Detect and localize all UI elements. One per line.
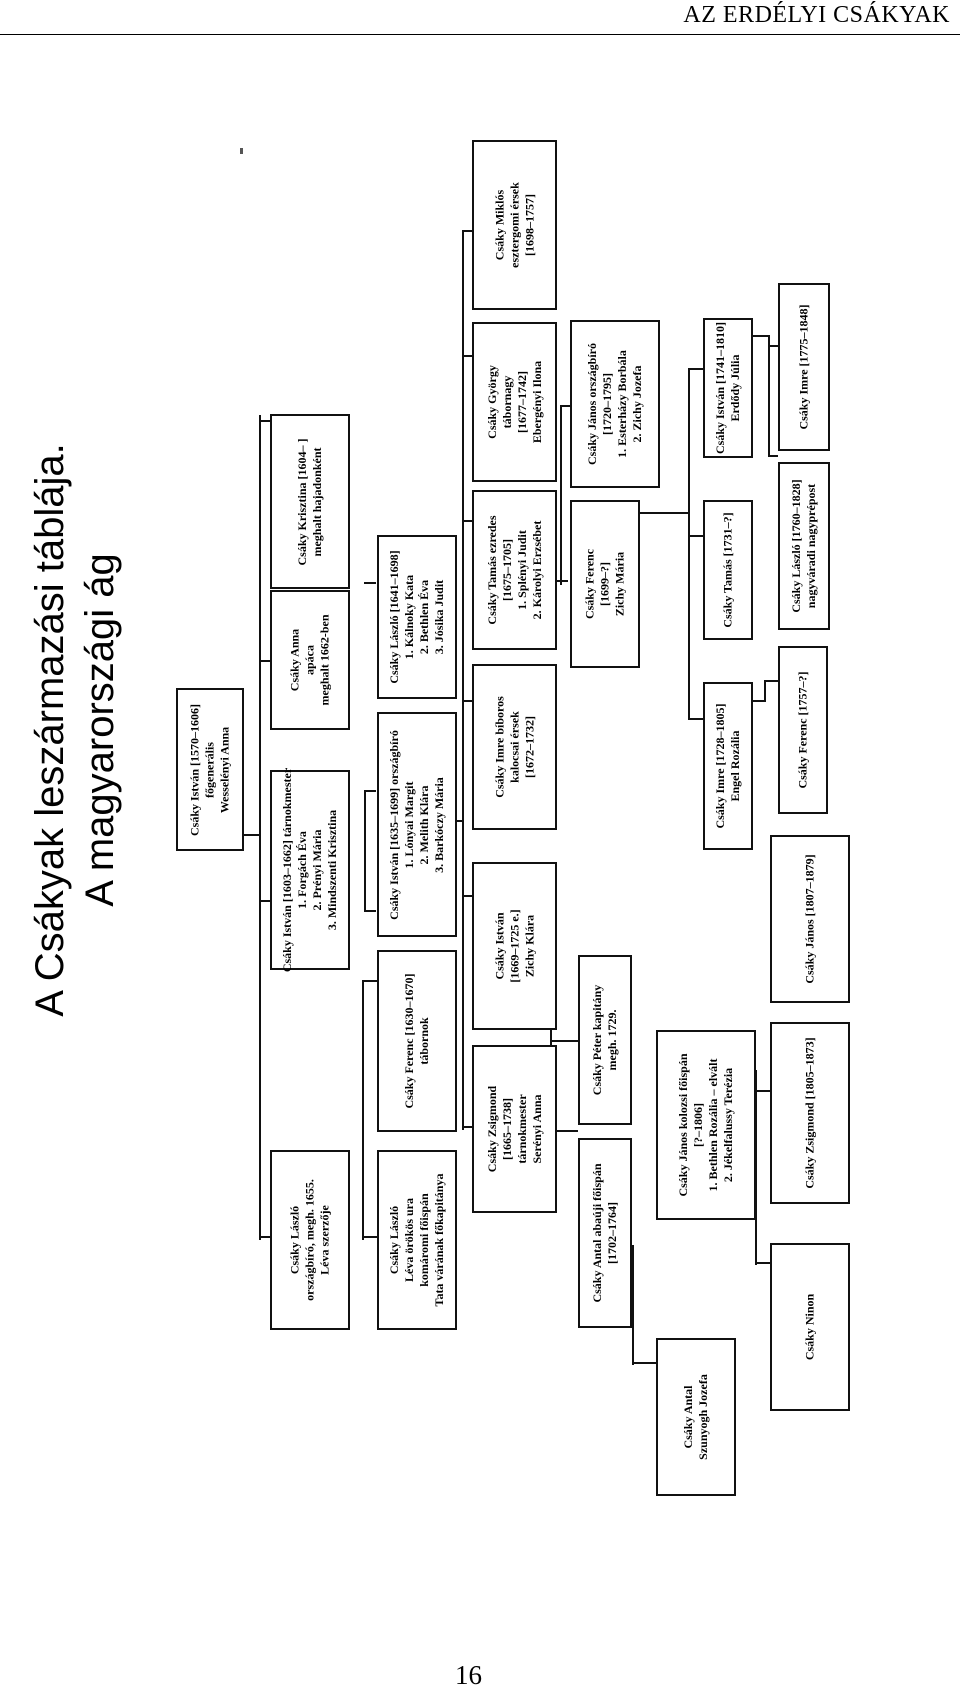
connector-line [259,660,271,662]
person-csaky-antal-abauji: Csáky Antal abaúji főispán[1702–1764] [578,1138,632,1328]
connector-line [764,680,766,702]
connector-line [259,415,261,1240]
person-csaky-krisztina: Csáky Krisztina [1604– ]meghalt hajadonk… [270,414,350,589]
connector-line [462,700,474,702]
connector-line [259,900,271,902]
connector-line [768,345,778,347]
connector-line [550,1130,578,1132]
person-csaky-ferenc-1757: Csáky Ferenc [1757–?] [778,646,828,814]
connector-line [550,1040,578,1042]
connector-line [462,1126,474,1128]
person-csaky-tamas-1675: Csáky Tamás ezredes[1675–1705]1. Splényi… [472,490,557,650]
connector-line [364,582,376,584]
connector-line [462,230,464,1130]
page-number: 16 [455,1660,482,1690]
connector-line [560,405,572,407]
connector-line [259,420,271,422]
running-title: AZ ERDÉLYI CSÁKYAK [683,2,950,28]
person-csaky-ferenc-1699: Csáky Ferenc[1699–?]Zichy Mária [570,500,640,668]
connector-line [362,980,378,982]
connector-line [259,1236,271,1238]
header-rule [0,34,960,35]
connector-line [688,718,704,720]
connector-line [462,520,474,522]
person-csaky-imre-1775: Csáky Imre [1775–1848] [778,283,830,451]
connector-line [768,455,778,457]
connector-line [640,512,688,514]
connector-line [364,910,376,912]
connector-line [752,700,766,702]
person-csaky-janos-1807: Csáky János [1807–1879] [770,835,850,1003]
connector-line [364,790,366,910]
connector-line [688,368,704,370]
person-csaky-istvan-1669: Csáky István[1669–1725 e.]Zichy Klára [472,862,557,1030]
scan-mark [240,148,243,154]
connector-line [462,230,474,232]
connector-line [768,335,770,455]
person-csaky-istvan-1741: Csáky István [1741–1810]Erdődy Júlia [703,318,753,458]
person-csaky-ninon: Csáky Ninon [770,1243,850,1411]
connector-line [755,1090,770,1092]
person-csaky-tamas-1731: Csáky Tamás [1731–?] [703,500,753,640]
person-csaky-janos-kolozsi: Csáky János kolozsi főispán[?–1806]1. Be… [656,1030,756,1220]
person-csaky-zsigmond-1805: Csáky Zsigmond [1805–1873] [770,1022,850,1204]
connector-line [755,1262,770,1264]
person-csaky-janos-orszagbiro: Csáky János országbíró[1720–1795]1. Este… [570,320,660,488]
person-csaky-ferenc-1630: Csáky Ferenc [1630–1670]tábornok [377,950,457,1132]
connector-line [755,1070,757,1265]
connector-line [462,355,474,357]
connector-line [548,580,568,582]
connector-line [752,335,770,337]
connector-line [632,1245,634,1365]
connector-line [560,405,562,585]
person-csaky-laszlo-1760: Csáky László [1760–1828]nagyváradi nagyp… [778,462,830,630]
connector-line [462,895,474,897]
connector-line [764,680,778,682]
person-csaky-imre-1728: Csáky Imre [1728–1805]Engel Rozália [703,682,753,850]
connector-line [456,820,464,822]
connector-line [688,368,690,718]
connector-line [362,1236,378,1238]
connector-line [632,1362,656,1364]
connector-line [364,790,376,792]
connector-line [688,535,704,537]
connector-line [362,980,364,1240]
